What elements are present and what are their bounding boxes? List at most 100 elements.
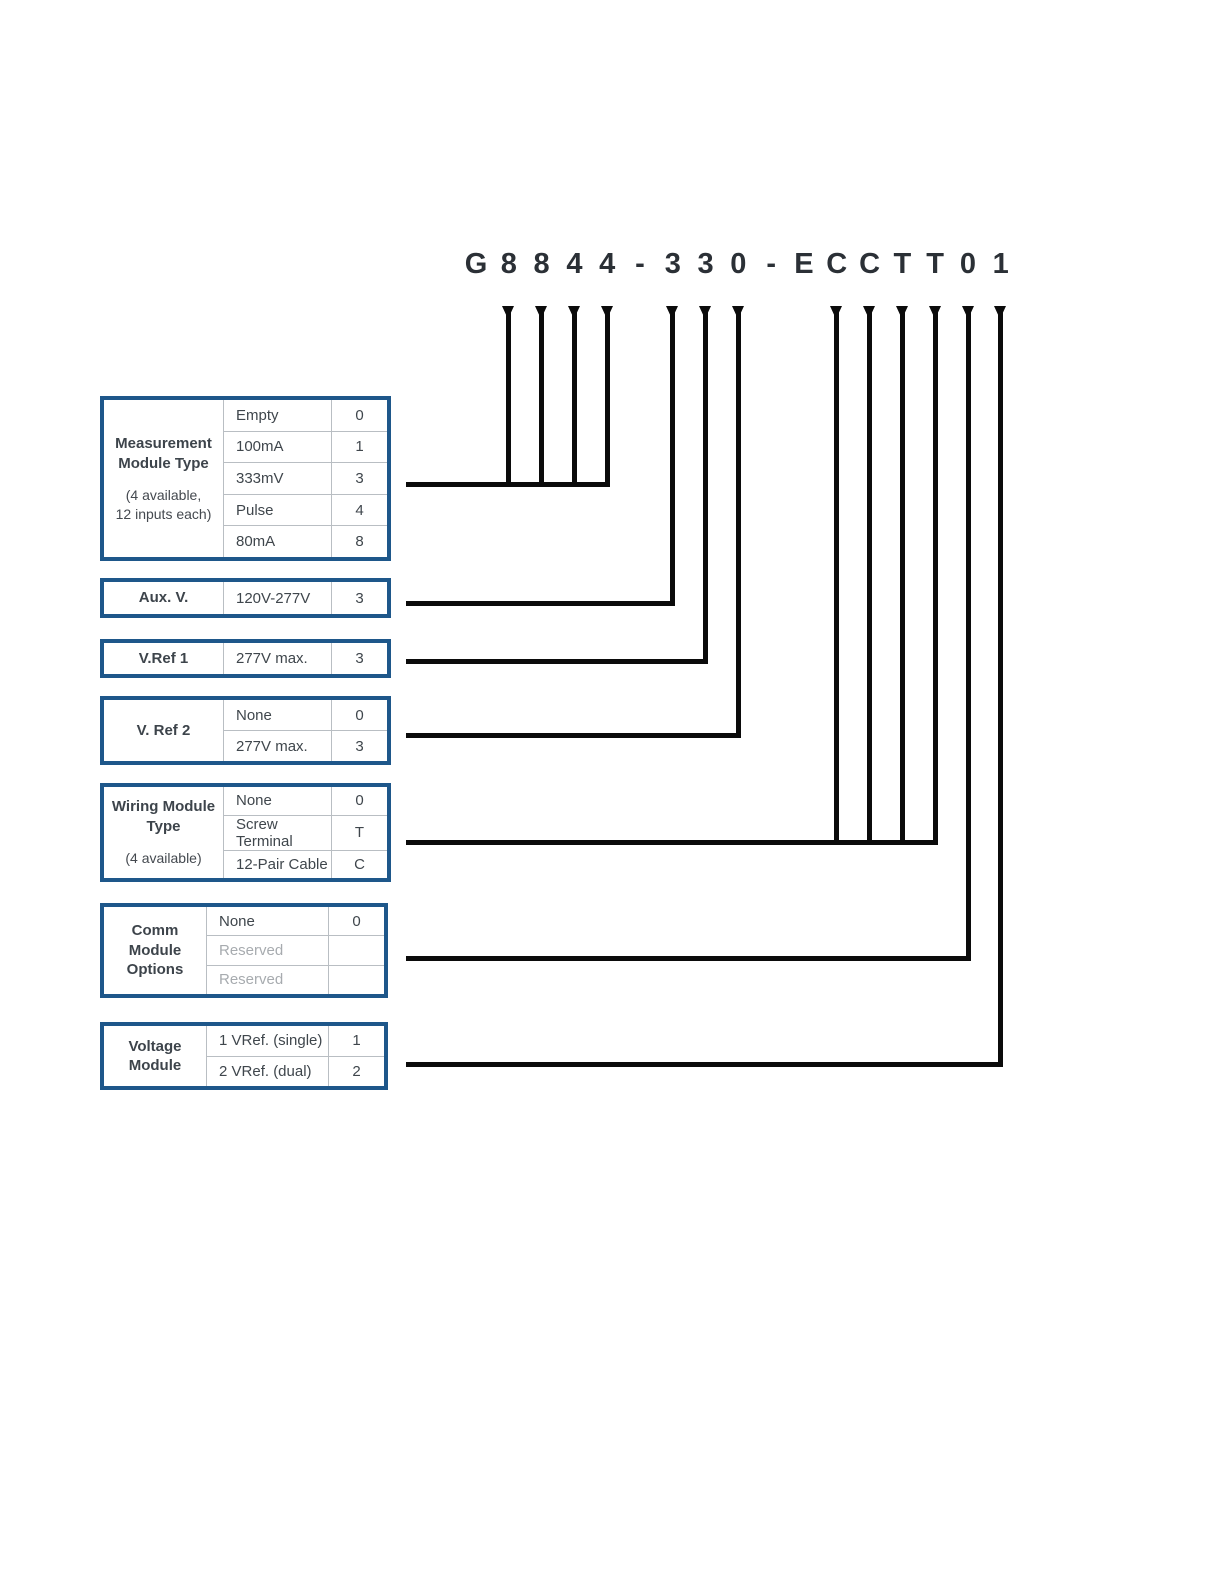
table-label-note: (4 available,12 inputs each) <box>115 487 212 522</box>
option-cell: Empty <box>224 400 332 431</box>
option-row: 100mA 1 <box>224 430 387 463</box>
value-cell: 0 <box>352 912 361 930</box>
option-cell: None <box>224 700 332 730</box>
part-number-char: 0 <box>959 248 977 280</box>
option-cell: 2 VRef. (dual) <box>207 1056 329 1086</box>
pointer-line <box>604 310 610 487</box>
pointer-line <box>506 310 512 487</box>
option-cell: Pulse <box>224 494 332 526</box>
option-cell: 12-Pair Cable <box>224 850 332 878</box>
pointer-line <box>539 310 545 487</box>
pointer-line <box>899 310 905 845</box>
option-cell: Reserved <box>207 965 329 994</box>
part-number-char: E <box>794 248 814 280</box>
table-label: Aux. V. <box>104 582 224 614</box>
option-row: 1 VRef. (single) 1 <box>207 1026 384 1056</box>
value-cell: 3 <box>355 737 364 755</box>
value-cell: 3 <box>355 650 364 667</box>
option-row: Screw Terminal T <box>224 814 387 850</box>
part-number-char: - <box>766 248 776 280</box>
option-cell: 80mA <box>224 526 332 557</box>
option-cell: 1 VRef. (single) <box>207 1026 329 1056</box>
table-label-title: V. Ref 2 <box>136 721 191 739</box>
option-cell: None <box>207 907 329 936</box>
value-cell: 4 <box>355 501 364 519</box>
option-row: 277V max. 3 <box>224 643 387 674</box>
pointer-line <box>571 310 577 487</box>
option-row: 2 VRef. (dual)2 <box>207 1055 384 1086</box>
connector-line <box>406 840 938 845</box>
option-cell: 333mV <box>224 463 332 494</box>
table-label-title: Aux. V. <box>138 589 189 607</box>
part-number-char: 8 <box>500 248 517 280</box>
value-cell: 0 <box>355 406 364 424</box>
value-cell: C <box>354 855 365 873</box>
option-cell: 100mA <box>224 431 332 463</box>
value-cell: 0 <box>355 706 364 724</box>
connector-line <box>406 1062 1004 1067</box>
part-number-char: 1 <box>992 248 1009 280</box>
table-label: V. Ref 2 <box>104 700 224 761</box>
option-cell: 277V max. <box>224 643 332 674</box>
value-cell: 8 <box>355 533 364 551</box>
option-row: 277V max.3 <box>224 730 387 761</box>
part-number-char: G <box>464 248 488 280</box>
option-row: 12-Pair Cable C <box>224 849 387 878</box>
value-cell: 3 <box>355 469 364 487</box>
option-row: 333mV 3 <box>224 462 387 494</box>
table-v-ref-2: V. Ref 2 None 0 277V max.3 <box>100 696 391 765</box>
table-label: V.Ref 1 <box>104 643 224 674</box>
table-rows: 1 VRef. (single) 1 2 VRef. (dual)2 <box>207 1026 384 1086</box>
pointer-line <box>867 310 873 845</box>
table-label-note: (4 available) <box>125 850 202 867</box>
pointer-line <box>834 310 840 845</box>
option-row: 80mA 8 <box>224 525 387 557</box>
option-row: Empty 0 <box>224 400 387 431</box>
connector-line <box>406 733 741 738</box>
value-cell: T <box>354 824 365 841</box>
part-number-char: 4 <box>566 248 583 280</box>
pointer-line <box>670 310 676 606</box>
part-number-char: 4 <box>599 248 616 280</box>
value-cell: 0 <box>355 792 364 810</box>
part-number-char: - <box>635 248 645 280</box>
part-number-char: 3 <box>697 248 714 280</box>
value-cell: 1 <box>352 1032 361 1050</box>
table-rows: None 0 277V max.3 <box>224 700 387 761</box>
part-number-char: 3 <box>664 248 681 280</box>
pointer-line <box>703 310 709 664</box>
connector-line <box>406 659 709 664</box>
connector-line <box>406 601 676 606</box>
table-rows: 277V max. 3 <box>224 643 387 674</box>
value-cell: 1 <box>355 438 364 456</box>
value-cell: 3 <box>355 589 364 607</box>
connector-line <box>406 482 610 487</box>
value-cell <box>329 966 384 994</box>
option-row: Pulse 4 <box>224 493 387 526</box>
part-number-char: C <box>859 248 881 280</box>
option-row: Reserved <box>207 935 384 965</box>
part-number-char: C <box>826 248 848 280</box>
value-cell <box>329 936 384 964</box>
pointer-line <box>998 310 1004 1067</box>
table-label-title: V.Ref 1 <box>138 649 189 667</box>
option-cell: Screw Terminal <box>224 815 332 850</box>
